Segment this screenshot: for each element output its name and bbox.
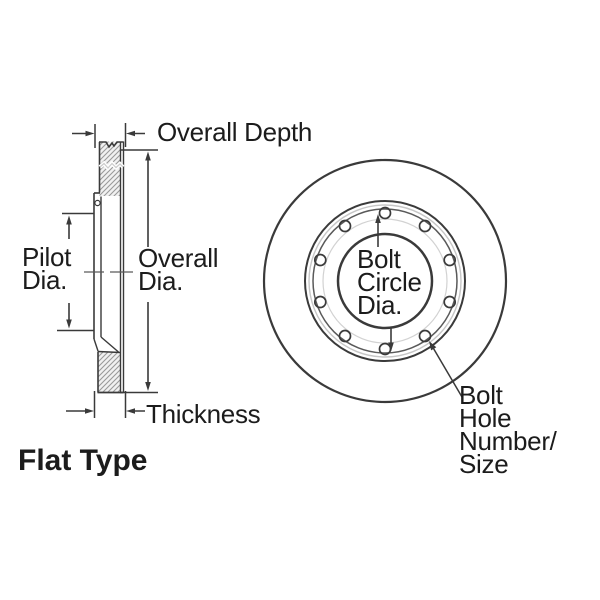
flange-ring-relief-circle <box>308 204 462 358</box>
bolt-circle-line1: Bolt <box>357 244 401 274</box>
pilot-dia-line2: Dia. <box>22 265 68 295</box>
disc-top-edge <box>99 141 124 149</box>
break-line-top-edge <box>99 162 124 169</box>
arrow-up <box>145 151 151 161</box>
outer-diameter-circle <box>262 158 508 404</box>
dimension-overall-dia <box>120 149 158 394</box>
arrow-up <box>66 215 72 225</box>
pilot-dia-line1: Pilot <box>22 242 72 272</box>
bolt-circle-line2: Circle <box>357 267 422 297</box>
bolt-hole <box>313 295 327 309</box>
bolt-hole <box>338 219 352 233</box>
arrow-down <box>66 319 72 329</box>
overall-dia-line1: Overall <box>138 243 219 273</box>
bolt-hole-line3: Number/ <box>459 426 557 456</box>
arrow-down <box>388 342 394 352</box>
plate-fillet-detail <box>94 199 101 207</box>
bolt-hole <box>418 219 432 233</box>
front-view <box>262 158 508 404</box>
bolt-hole <box>418 329 432 343</box>
pilot-dia-label: Pilot Dia. <box>22 242 72 295</box>
bolt-circle-arrows <box>375 214 394 352</box>
bolt-hole-line1: Bolt <box>459 380 503 410</box>
bolt-circle-line3: Dia. <box>357 290 403 320</box>
bolt-hole <box>443 253 457 267</box>
bolt-holes <box>313 206 457 356</box>
dimension-pilot-dia <box>57 212 94 332</box>
bolt-hole <box>443 295 457 309</box>
thickness-label: Thickness <box>146 399 261 429</box>
arrow-down <box>145 382 151 391</box>
bolt-hole-line2: Hole <box>459 403 512 433</box>
arrow-left <box>126 408 135 414</box>
bolt-hole-leader <box>429 341 463 398</box>
arrow-left <box>126 130 135 137</box>
section-view <box>93 141 125 394</box>
overall-depth-label: Overall Depth <box>157 117 313 147</box>
arrow-right <box>85 408 94 414</box>
dimension-overall-depth <box>72 123 145 148</box>
disc-bottom-section <box>98 352 121 393</box>
bolt-circle-dia-label: Bolt Circle Dia. <box>357 244 422 320</box>
arrow-to-hole <box>429 341 437 351</box>
plate-taper-left <box>93 338 99 352</box>
flange-ring-inner-circle <box>312 208 458 354</box>
dimension-thickness <box>66 391 145 418</box>
bolt-hole <box>313 253 327 267</box>
overall-dia-label: Overall Dia. <box>138 243 219 296</box>
arrow-up <box>375 214 381 223</box>
bolt-hole <box>338 329 352 343</box>
bolt-hole <box>378 206 392 220</box>
flange-ring-outer-circle <box>304 200 466 362</box>
arrow-right <box>85 130 95 137</box>
overall-dia-line2: Dia. <box>138 266 184 296</box>
bolt-hole-line4: Size <box>459 449 509 479</box>
figure-title: Flat Type <box>18 444 148 477</box>
pilot-hole-circle <box>336 232 434 330</box>
bolt-hole-label: Bolt Hole Number/ Size <box>459 380 557 479</box>
disc-bottom-top-edge <box>97 350 121 354</box>
plate-taper-line <box>100 336 119 353</box>
